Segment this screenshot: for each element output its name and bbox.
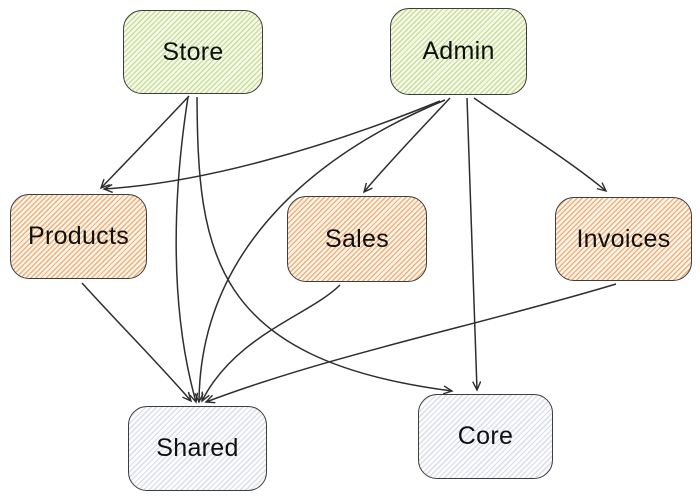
edge-store-shared: [175, 96, 196, 402]
node-admin-label: Admin: [422, 37, 495, 65]
node-sales: Sales: [287, 196, 427, 282]
edge-admin-core: [466, 97, 477, 390]
node-sales-label: Sales: [324, 224, 390, 253]
edge-admin-products: [104, 100, 441, 189]
node-invoices: Invoices: [555, 197, 692, 281]
node-core-label: Core: [457, 422, 514, 450]
node-admin: Admin: [390, 8, 527, 95]
node-store: Store: [123, 10, 263, 94]
node-core: Core: [418, 394, 553, 479]
node-products-label: Products: [27, 222, 130, 250]
edge-sales-shared: [202, 284, 341, 401]
node-shared-label: Shared: [156, 434, 239, 462]
edge-invoices-shared: [206, 283, 617, 402]
node-store-label: Store: [162, 37, 224, 66]
node-invoices-label: Invoices: [576, 224, 671, 253]
node-products: Products: [10, 194, 147, 279]
edge-products-shared: [81, 282, 191, 401]
edge-admin-invoices: [473, 97, 606, 191]
edge-store-products: [101, 95, 190, 188]
edge-admin-sales: [364, 97, 451, 192]
node-shared: Shared: [128, 406, 267, 491]
